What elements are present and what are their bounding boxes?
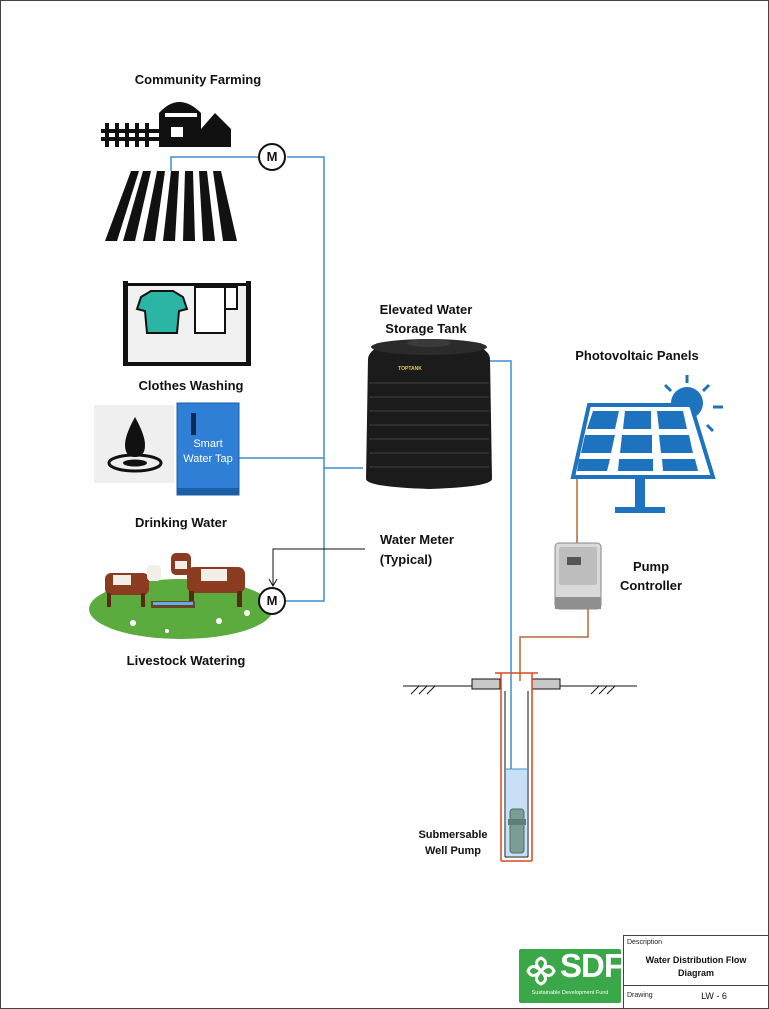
drawing-number: LW - 6	[701, 991, 727, 1001]
drawing-caption: Drawing	[627, 992, 653, 999]
pump-controller-device	[554, 542, 602, 610]
label-water-meter-line2: (Typical)	[379, 552, 433, 567]
sdf-emblem-icon	[526, 956, 556, 986]
label-drinking-water: Drinking Water	[135, 515, 227, 530]
power-lines	[519, 478, 589, 681]
label-water-meter-line1: Water Meter	[380, 532, 454, 547]
description-value-line2: Diagram	[677, 968, 714, 978]
description-caption: Description	[627, 939, 663, 946]
tank-brand-text: TOPTANK	[398, 366, 422, 372]
label-submersible-pump-line1: Submersable	[418, 829, 488, 841]
label-photovoltaic-panels: Photovoltaic Panels	[575, 348, 699, 363]
description-value-line1: Water Distribution Flow	[645, 955, 747, 965]
sdf-logo-text: SDF	[560, 947, 624, 984]
smart-tap-label-line1: Smart	[193, 438, 223, 450]
solar-panel-icon	[570, 375, 723, 513]
water-meter-callout-leader	[268, 548, 365, 588]
water-meter-livestock	[258, 587, 286, 615]
ground-and-well	[403, 672, 637, 862]
smart-tap-label-line2: Water Tap	[183, 453, 233, 465]
meter-symbol-top: M	[266, 149, 278, 164]
meter-symbol-bottom: M	[266, 593, 278, 608]
smart-water-tap-device	[176, 402, 240, 496]
title-block-divider	[624, 985, 768, 986]
water-drop-icon	[94, 405, 174, 483]
label-tank-line1: Elevated Water	[379, 302, 473, 317]
label-submersible-pump-line2: Well Pump	[424, 845, 482, 857]
label-pump-controller-line1: Pump	[632, 559, 670, 574]
label-community-farming: Community Farming	[134, 72, 262, 87]
label-pump-controller-line2: Controller	[619, 578, 683, 593]
farm-icon	[101, 102, 237, 241]
sdf-logo-subtitle: Sustainable Development Fund	[531, 990, 609, 996]
title-block: Description Water Distribution Flow Diag…	[623, 935, 768, 1008]
water-storage-tank	[366, 339, 492, 489]
sdf-logo: SDF Sustainable Development Fund	[519, 947, 624, 1003]
clothesline-icon	[123, 281, 251, 366]
label-livestock-watering: Livestock Watering	[126, 653, 246, 668]
livestock-icon	[89, 553, 273, 639]
water-meter-farming	[258, 143, 286, 171]
label-clothes-washing: Clothes Washing	[138, 378, 244, 393]
label-tank-line2: Storage Tank	[385, 321, 467, 336]
